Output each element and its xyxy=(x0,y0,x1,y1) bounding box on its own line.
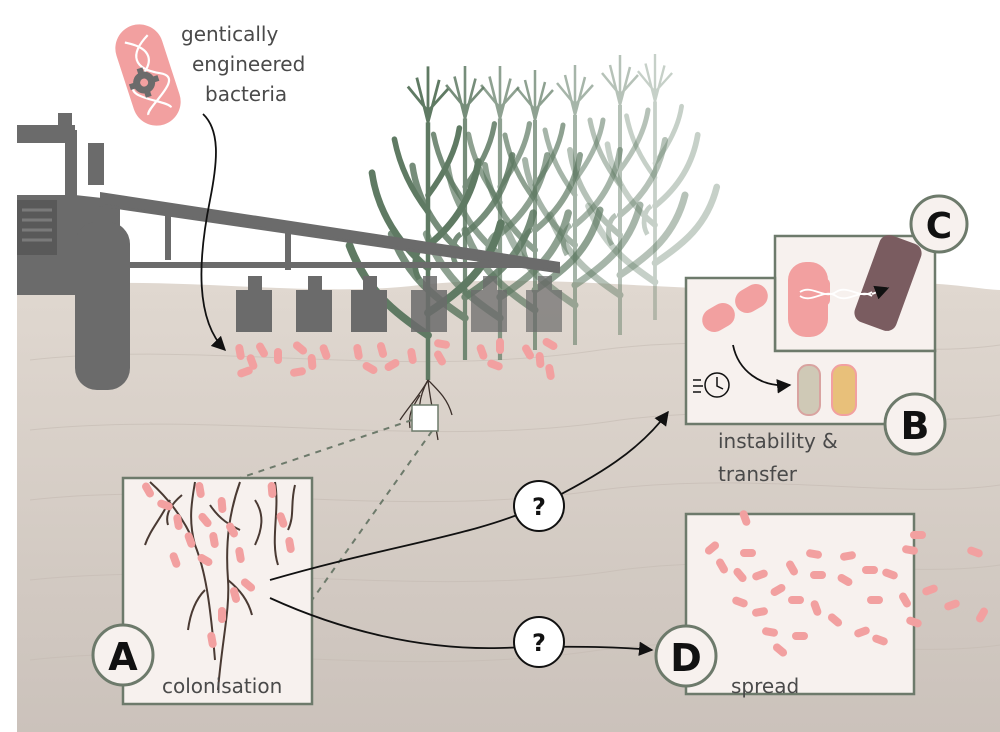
arrow-a-to-d xyxy=(269,597,654,656)
callout-arrow xyxy=(200,113,227,352)
question-mark-1: ? xyxy=(532,493,546,521)
mutant-bacterium-1 xyxy=(797,364,821,416)
question-badge-1: ? xyxy=(513,480,565,532)
badge-d-letter: D xyxy=(670,636,702,680)
gear-icon xyxy=(128,67,160,98)
question-badge-2: ? xyxy=(513,616,565,668)
caption-spread: spread xyxy=(731,674,799,698)
instability-arrow xyxy=(732,344,792,394)
root-zoom-box xyxy=(411,404,439,432)
badge-a xyxy=(91,623,155,687)
badge-a-letter: A xyxy=(108,635,138,679)
callout-line-2: engineered xyxy=(192,52,305,76)
panel-a-colonisation: A colonisation xyxy=(91,476,314,706)
badge-c xyxy=(909,194,969,254)
donor-bacterium xyxy=(788,262,830,337)
zoom-lines xyxy=(239,419,433,601)
recipient-bacterium xyxy=(854,235,922,331)
panel-b-instability: B instability & transfer xyxy=(684,276,947,486)
tractor xyxy=(17,113,562,390)
callout-line-3: bacteria xyxy=(205,82,287,106)
dna-transfer-icon xyxy=(799,285,890,300)
badge-c-letter: C xyxy=(926,206,952,247)
badge-b-letter: B xyxy=(901,404,930,448)
mutant-bacterium-2 xyxy=(831,364,857,416)
caption-transfer: transfer xyxy=(718,462,798,486)
clock-icon xyxy=(693,372,730,398)
badge-b xyxy=(883,392,947,456)
panel-d-spread: D spread xyxy=(654,509,990,698)
badge-d xyxy=(654,624,718,688)
question-mark-2: ? xyxy=(532,629,546,657)
callout-line-1: gentically xyxy=(181,22,278,46)
caption-colonisation: colonisation xyxy=(162,674,282,698)
dividing-bacterium xyxy=(702,284,768,332)
caption-instability: instability & xyxy=(718,429,838,453)
engineered-bacterium-capsule xyxy=(115,24,181,126)
